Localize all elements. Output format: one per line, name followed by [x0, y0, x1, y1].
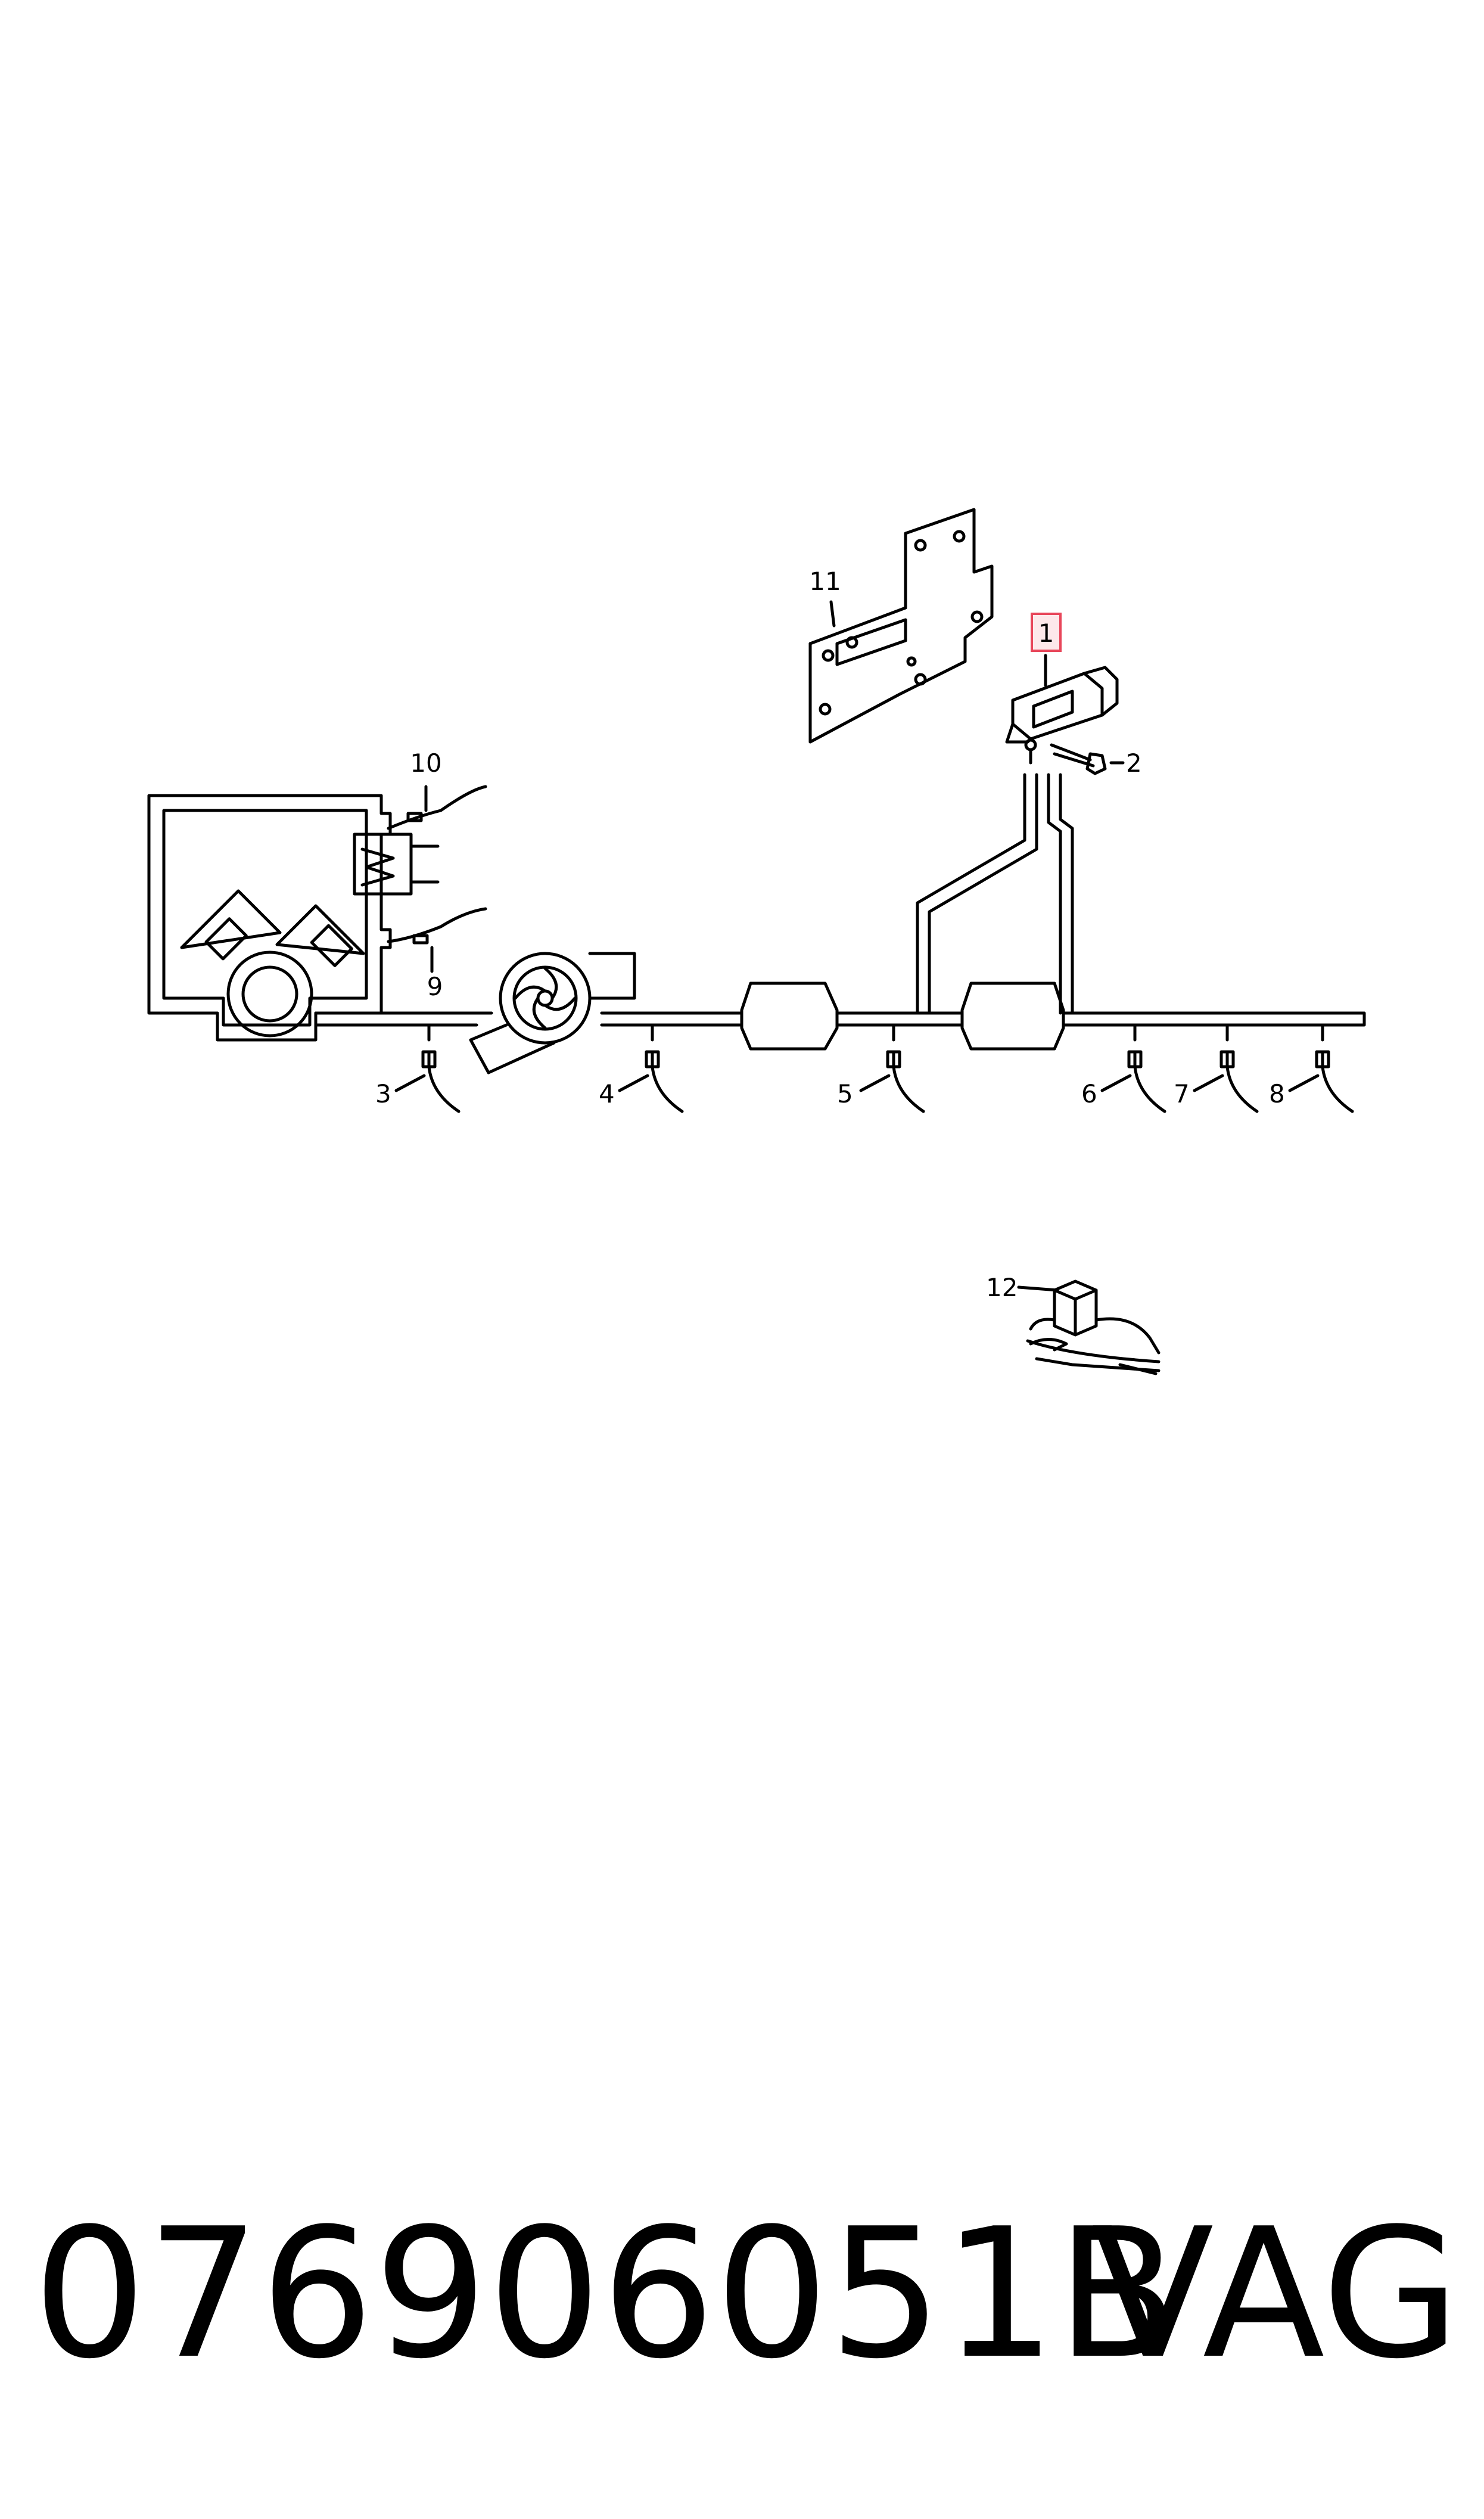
charge-air-cooler — [354, 834, 438, 894]
mounting-bracket — [810, 510, 992, 742]
callout-12[interactable]: 12 — [986, 1273, 1018, 1302]
engine-compartment — [149, 796, 390, 1040]
leader-lines — [396, 602, 1318, 1290]
callout-6[interactable]: 6 — [1081, 1079, 1097, 1108]
sensor-probes — [388, 787, 1352, 1111]
catalytic-converter-2 — [962, 983, 1063, 1049]
bolt-icon — [1051, 745, 1105, 774]
pressure-sensor-icon — [1007, 667, 1117, 763]
callout-2[interactable]: 2 — [1126, 748, 1142, 778]
highlight-box — [1032, 614, 1060, 651]
callout-5[interactable]: 5 — [837, 1079, 853, 1108]
nut-clip-icon — [1028, 1281, 1159, 1374]
callout-7[interactable]: 7 — [1174, 1079, 1190, 1108]
callout-8[interactable]: 8 — [1269, 1079, 1285, 1108]
brand-label: VAG — [1091, 2190, 1460, 2398]
exhaust-pipe — [316, 775, 1364, 1025]
part-number: 076906051B — [33, 2190, 1179, 2398]
callout-3[interactable]: 3 — [375, 1079, 391, 1108]
callout-11[interactable]: 11 — [809, 567, 841, 596]
catalytic-converter-1 — [742, 983, 837, 1049]
callout-9[interactable]: 9 — [427, 972, 443, 1001]
callout-1[interactable]: 1 — [1038, 619, 1054, 648]
callout-10[interactable]: 10 — [410, 748, 441, 778]
callout-4[interactable]: 4 — [599, 1079, 615, 1108]
turbocharger-icon — [471, 953, 634, 1073]
engine-icon — [182, 891, 363, 1036]
